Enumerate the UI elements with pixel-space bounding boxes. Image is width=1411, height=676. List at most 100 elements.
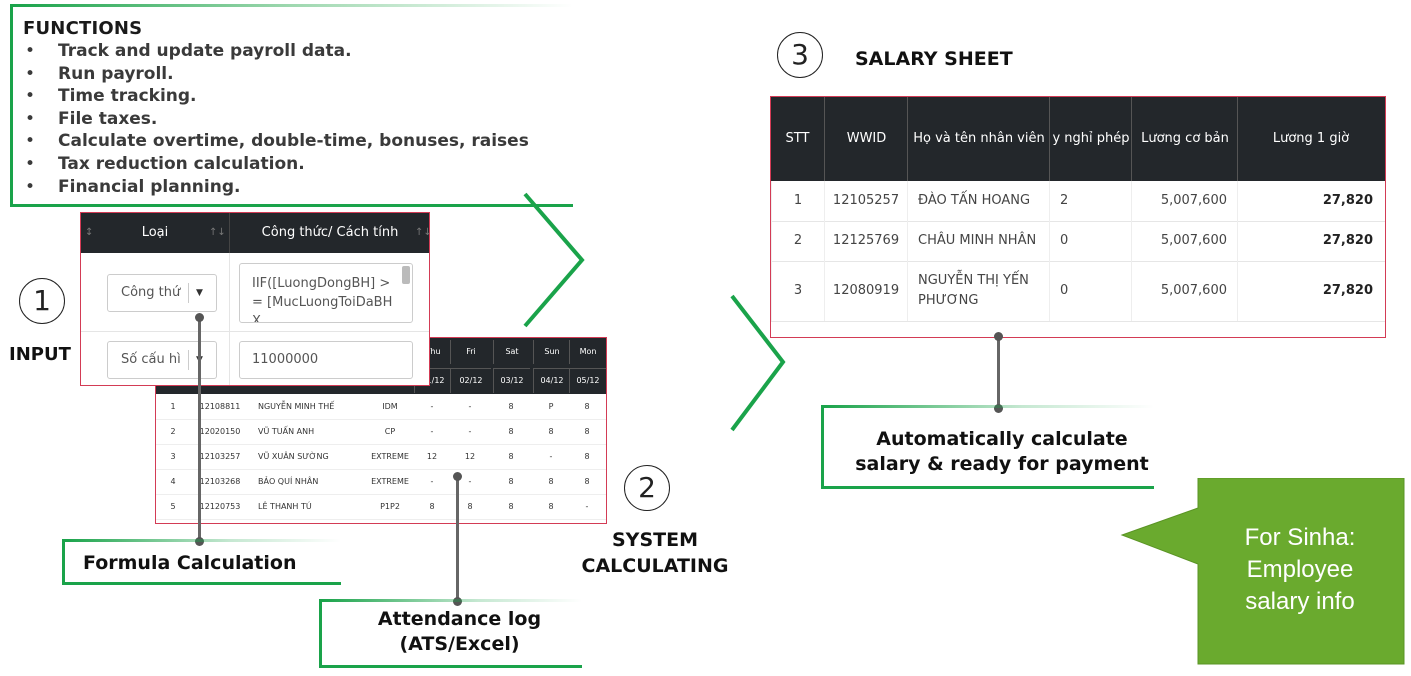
connector-dot [453, 472, 462, 481]
attendance-day-cell: - [468, 402, 472, 411]
connector-dot [994, 404, 1003, 413]
day-date-header: 03/12 [493, 368, 530, 393]
attendance-cell: NGUYỄN MINH THẾ [258, 402, 335, 411]
day-name-header: Sun [533, 340, 570, 364]
formula-row: Số cấu hì ▼ 11000000 [81, 332, 429, 385]
salary-cell-name: ĐÀO TẤN HOANG [918, 193, 1031, 208]
attendance-day-cell: 12 [464, 452, 476, 461]
attendance-cell: 12108811 [199, 402, 241, 411]
system-calculating-label: SYSTEM CALCULATING [575, 527, 735, 579]
attendance-line2: (ATS/Excel) [399, 633, 520, 655]
value-input[interactable]: 11000000 [239, 341, 413, 379]
auto-calculate-text: Automatically calculate salary & ready f… [832, 427, 1172, 477]
header-hourly-salary[interactable]: Lương 1 giờ [1237, 97, 1384, 181]
formula-row: Công thứ ▼ IIF([LuongDongBH] >= [MucLuon… [81, 253, 429, 332]
step-3-circle: 3 [777, 32, 823, 78]
salary-cell-base: 5,007,600 [1160, 193, 1227, 208]
system-label-line2: CALCULATING [581, 555, 729, 577]
salary-cell-stt: 2 [793, 233, 803, 248]
scrollbar-thumb[interactable] [402, 266, 410, 284]
formula-text: IIF([LuongDongBH] >= [MucLuongToiDaBHX [252, 276, 393, 323]
day-date-header: 05/12 [569, 368, 606, 393]
column-type-header[interactable]: Loại [141, 225, 169, 240]
day-date-header: 04/12 [533, 368, 570, 393]
salary-header: STT WWID Họ và tên nhân viên y nghỉ phép… [771, 97, 1385, 181]
formula-textarea[interactable]: IIF([LuongDongBH] >= [MucLuongToiDaBHX [239, 263, 413, 323]
salary-cell-hourly: 27,820 [1322, 233, 1373, 248]
attendance-day-cell: 8 [584, 402, 590, 411]
attendance-day-cell: 8 [467, 502, 473, 511]
function-item: Track and update payroll data. [25, 40, 529, 63]
sort-icon[interactable]: ↑↓ [415, 227, 432, 238]
salary-cell-leave: 0 [1060, 233, 1069, 248]
attendance-day-cell: 8 [584, 427, 590, 436]
sort-icon[interactable]: ↑↓ [209, 227, 226, 238]
attendance-cell: CP [384, 427, 396, 436]
salary-cell-name: CHÂU MINH NHÂN [918, 233, 1037, 248]
salary-cell-name: NGUYỄN THỊ YẾN PHƯƠNG [918, 273, 1029, 308]
header-base-salary[interactable]: Lương cơ bản [1131, 97, 1238, 181]
attendance-cell: BẢO QUÍ NHÂN [258, 477, 319, 486]
function-item: Financial planning. [25, 176, 529, 199]
attendance-day-cell: - [468, 477, 472, 486]
attendance-day-cell: 8 [584, 477, 590, 486]
attendance-day-cell: 8 [548, 502, 554, 511]
salary-cell-base: 5,007,600 [1160, 283, 1227, 298]
attendance-day-cell: - [585, 502, 589, 511]
salary-cell-stt: 1 [793, 193, 803, 208]
attendance-day-cell: 8 [429, 502, 435, 511]
attendance-cell: 12103268 [199, 477, 241, 486]
attendance-cell: VŨ TUẤN ANH [258, 427, 315, 436]
salary-cell-wwid: 12105257 [832, 193, 900, 208]
attendance-day-cell: - [430, 402, 434, 411]
attendance-cell: 1 [170, 402, 176, 411]
column-formula-header[interactable]: Công thức/ Cách tính [229, 213, 430, 253]
functions-title: FUNCTIONS [23, 18, 143, 39]
type-select[interactable]: Công thứ ▼ [107, 274, 217, 312]
attendance-cell: IDM [382, 402, 398, 411]
note-line2: Employee [1246, 556, 1354, 583]
header-employee-name[interactable]: Họ và tên nhân viên [907, 97, 1050, 181]
step-1-circle: 1 [19, 278, 65, 324]
salary-cell-hourly: 27,820 [1322, 283, 1373, 298]
salary-cell-base: 5,007,600 [1160, 233, 1227, 248]
day-name-header: Fri [450, 340, 491, 364]
attendance-cell: 2 [170, 427, 176, 436]
day-name-header: Sat [493, 340, 530, 364]
auto-line2: salary & ready for payment [855, 453, 1149, 475]
attendance-cell: 4 [170, 477, 176, 486]
salary-cell-hourly: 27,820 [1322, 193, 1373, 208]
attendance-cell: VŨ XUÂN SƯỜNG [258, 452, 329, 461]
connector-dot [994, 332, 1003, 341]
salary-row-partial [771, 321, 1385, 337]
attendance-day-cell: - [468, 427, 472, 436]
attendance-day-cell: 8 [508, 427, 514, 436]
type-select-value: Số cấu hì [121, 352, 181, 367]
header-leave-days[interactable]: y nghỉ phép [1049, 97, 1132, 181]
connector-line [198, 316, 201, 542]
step-2-circle: 2 [624, 465, 670, 511]
attendance-day-cell: 8 [548, 427, 554, 436]
sort-icon[interactable]: ↕ [85, 227, 94, 238]
attendance-cell: 5 [170, 502, 176, 511]
function-item: Run payroll. [25, 63, 529, 86]
system-label-line1: SYSTEM [612, 529, 698, 551]
header-stt[interactable]: STT [785, 131, 810, 146]
attendance-day-cell: P [548, 402, 554, 411]
formula-calculation-label: Formula Calculation [83, 552, 297, 574]
function-item: Calculate overtime, double-time, bonuses… [25, 130, 529, 153]
right-arrow-icon [440, 192, 585, 328]
attendance-day-cell: - [430, 477, 434, 486]
salary-table: STT WWID Họ và tên nhân viên y nghỉ phép… [770, 96, 1386, 338]
header-wwid[interactable]: WWID [824, 97, 908, 181]
functions-box: FUNCTIONS Track and update payroll data.… [10, 4, 573, 207]
day-name-header: Mon [569, 340, 606, 364]
attendance-day-cell: 8 [584, 452, 590, 461]
caret-down-icon: ▼ [196, 288, 203, 298]
